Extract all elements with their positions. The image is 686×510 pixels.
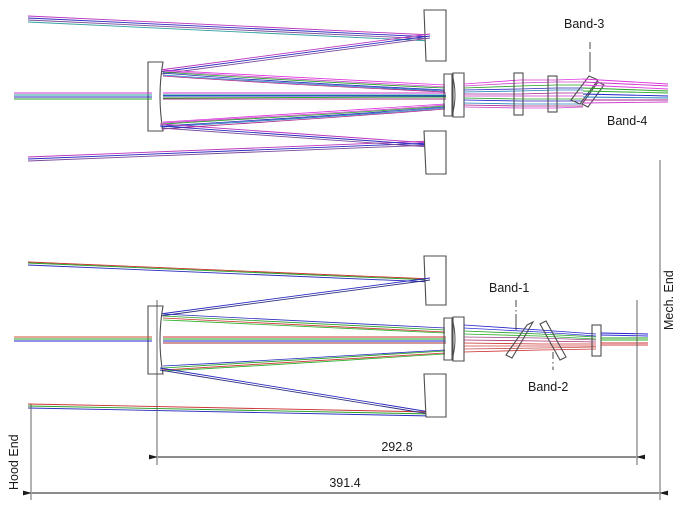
- upper-converging-rays-top: [162, 69, 446, 93]
- lower-view: [14, 255, 649, 418]
- upper-field-lens-2: [547, 75, 558, 113]
- upper-converging-rays-bottom: [162, 103, 446, 130]
- dimension-292-8-value: 292.8: [381, 440, 412, 454]
- upper-axial-input-rays: [14, 92, 152, 100]
- upper-doublet-lens-group: [443, 72, 465, 118]
- band3-label: Band-3: [564, 17, 604, 31]
- mech-end-label: Mech. End: [662, 270, 676, 330]
- upper-field-lens-1: [513, 72, 524, 116]
- upper-view: [14, 9, 669, 175]
- upper-corrector-lens: [147, 61, 164, 132]
- dimension-391-4-value: 391.4: [329, 476, 360, 490]
- upper-fold-mirror-bottom: [423, 130, 447, 175]
- upper-output-rays: [582, 78, 669, 104]
- lower-corrector-lens: [147, 305, 164, 375]
- upper-incoming-top-rays: [27, 15, 433, 42]
- lower-fold-mirror-bottom: [423, 373, 447, 418]
- lower-fold-mirror-top: [423, 255, 447, 306]
- lower-incoming-top-rays: [27, 261, 433, 283]
- upper-fold-mirror-top: [423, 9, 447, 62]
- lower-top-reflected-rays: [159, 277, 431, 317]
- lower-converging-rays-bottom: [162, 349, 446, 372]
- lower-doublet-lens-group: [443, 316, 465, 362]
- lower-field-lens-3: [591, 324, 602, 357]
- lower-output-rays: [600, 332, 649, 346]
- upper-incoming-bottom-rays: [27, 140, 433, 162]
- lower-axial-rays-center: [163, 336, 446, 344]
- hood-end-label: Hood End: [7, 434, 21, 490]
- dimension-391-4: 391.4: [23, 476, 668, 496]
- lower-beamsplitter-band1: [505, 320, 535, 359]
- upper-beamsplitter-band3: [570, 75, 599, 105]
- upper-midfield-rays: [463, 78, 584, 109]
- upper-axial-rays-center: [162, 92, 447, 100]
- lower-incoming-bottom-rays: [27, 403, 433, 417]
- band4-label: Band-4: [607, 114, 647, 128]
- band2-label: Band-2: [528, 380, 568, 394]
- band1-label: Band-1: [489, 281, 529, 295]
- upper-top-reflected-rays: [159, 33, 431, 75]
- lower-bottom-reflected-rays: [159, 367, 431, 415]
- lower-converging-rays-top: [162, 313, 446, 334]
- dimension-extension-lines: [30, 160, 661, 500]
- dimension-292-8: 292.8: [149, 440, 645, 460]
- lower-midfield-rays: [463, 324, 597, 353]
- lower-beamsplitter-band2: [539, 320, 567, 361]
- lower-axial-input-rays: [14, 336, 152, 342]
- upper-bottom-reflected-rays: [159, 123, 431, 148]
